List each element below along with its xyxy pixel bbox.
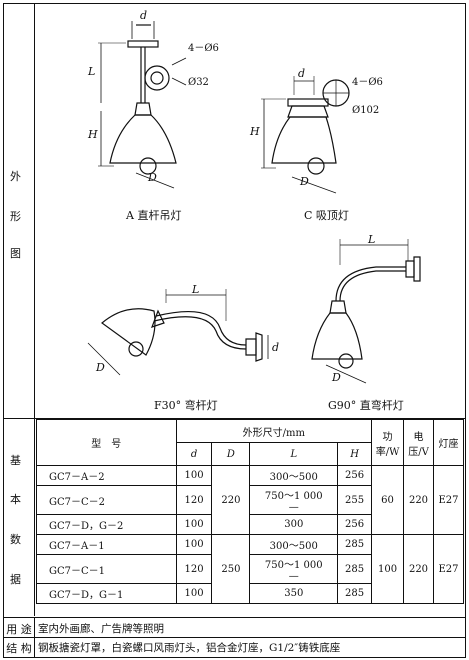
header-socket: 灯座 xyxy=(432,419,465,466)
cell-L-multi: 750～1 000— xyxy=(249,485,339,515)
a-holes-label: 4－Ø6 xyxy=(188,43,219,54)
g-dim-D: D xyxy=(331,371,341,384)
usage-label: 用 途 xyxy=(6,623,32,636)
table-row: GC7－C－1 120 750～1 000— 285 xyxy=(36,554,464,584)
drawing-c-ceiling xyxy=(261,76,350,194)
cell-D-group2: 250 xyxy=(211,534,251,604)
structure-text: 钢板搪瓷灯罩，白瓷螺口风雨灯头，铝合金灯座，G1/2″铸铁底座 xyxy=(38,642,341,654)
cell-model: GC7－D，G－1 xyxy=(36,583,177,604)
side-column-appearance xyxy=(3,3,35,418)
c-dia-label: Ø102 xyxy=(352,105,379,116)
a-dim-d: d xyxy=(140,9,147,22)
cell-power-group1: 60 xyxy=(371,465,405,535)
header-power: 功率/W xyxy=(371,419,405,466)
side-label-tu: 图 xyxy=(10,247,21,260)
side-column-data xyxy=(3,419,35,616)
cell-H: 256 xyxy=(337,514,373,535)
cell-L: 750～1 000 xyxy=(264,491,323,502)
a-dim-L: L xyxy=(87,65,95,78)
a-dia-label: Ø32 xyxy=(188,77,209,88)
c-dim-H: H xyxy=(249,125,260,138)
cell-H: 285 xyxy=(337,583,373,604)
cell-L: 350 xyxy=(249,583,339,604)
lamp-drawings: d L H D d H D L d D L D 4－Ø6 Ø32 4－Ø6 Ø1… xyxy=(87,9,421,412)
divider-usage xyxy=(3,617,466,618)
f-dim-d: d xyxy=(272,341,279,354)
header-d: d xyxy=(175,442,213,466)
header-H: H xyxy=(337,442,373,466)
cell-model: GC7－C－1 xyxy=(36,554,177,584)
cell-voltage-group1: 220 xyxy=(403,465,434,535)
cell-model: GC7－D，G－2 xyxy=(36,514,177,535)
cell-d: 100 xyxy=(175,534,213,555)
cell-L: 300～500 xyxy=(249,465,339,486)
table-row: GC7－D，G－2 100 300 256 xyxy=(36,514,464,535)
cell-socket-group2: E27 xyxy=(432,534,465,604)
cell-L-dash: — xyxy=(288,571,299,582)
spec-table: 型 号 外形尺寸/mm 功率/W 电压/V 灯座 d D L H GC7－A－2… xyxy=(36,419,465,604)
table-row: GC7－A－1 100 250 300～500 285 100 220 E27 xyxy=(36,534,465,604)
cell-L-multi: 750～1 000— xyxy=(249,554,339,584)
usage-text: 室内外画廊、广告牌等照明 xyxy=(38,623,164,635)
caption-f: F30° 弯杆灯 xyxy=(154,398,218,412)
a-dim-D: D xyxy=(147,171,157,184)
cell-H: 255 xyxy=(337,485,373,515)
side-column-bottom xyxy=(3,617,35,658)
side-label-ju: 据 xyxy=(10,573,21,586)
caption-c: C 吸顶灯 xyxy=(304,209,349,222)
cell-d: 120 xyxy=(175,485,213,515)
c-holes-label: 4－Ø6 xyxy=(352,77,383,88)
side-label-ben: 本 xyxy=(10,493,21,506)
table-row: GC7－A－2 100 220 300～500 256 60 220 E27 xyxy=(36,465,465,535)
caption-a: A 直杆吊灯 xyxy=(125,208,181,222)
cell-H: 256 xyxy=(337,465,373,486)
cell-model: GC7－A－1 xyxy=(36,534,177,555)
header-L: L xyxy=(249,442,339,466)
drawing-a-pendant xyxy=(98,21,187,189)
table-row: GC7－D，G－1 100 350 285 xyxy=(36,583,464,604)
divider-drawings xyxy=(3,418,466,419)
cell-D-group1: 220 xyxy=(211,465,251,535)
drawing-g-90 xyxy=(311,239,421,384)
header-voltage: 电压/V xyxy=(403,419,434,466)
side-label-shu: 数 xyxy=(10,533,21,546)
cell-H: 285 xyxy=(337,534,373,555)
cell-power-group2: 100 xyxy=(371,534,405,604)
cell-model: GC7－A－2 xyxy=(36,465,177,486)
cell-L: 300～500 xyxy=(249,534,339,555)
cell-H: 285 xyxy=(337,554,373,584)
cell-L: 750～1 000 xyxy=(264,560,323,571)
side-label-ji: 基 xyxy=(10,454,21,467)
cell-model: GC7－C－2 xyxy=(36,485,177,515)
cell-d: 100 xyxy=(175,514,213,535)
caption-g: G90° 直弯杆灯 xyxy=(328,398,404,412)
header-model: 型 号 xyxy=(36,419,177,466)
cell-d: 120 xyxy=(175,554,213,584)
c-dim-D: D xyxy=(299,175,309,188)
outer-frame xyxy=(3,3,466,658)
cell-d: 100 xyxy=(175,465,213,486)
drawing-f-bent xyxy=(87,289,269,376)
structure-label: 结 构 xyxy=(6,642,32,655)
cell-L: 300 xyxy=(249,514,339,535)
header-size: 外形尺寸/mm xyxy=(175,419,373,443)
side-label-xing: 形 xyxy=(10,210,21,223)
header-D: D xyxy=(211,442,251,466)
cell-L-dash: — xyxy=(288,502,299,513)
f-dim-L: L xyxy=(191,283,199,296)
f-dim-D: D xyxy=(95,361,105,374)
g-dim-L: L xyxy=(367,233,375,246)
cell-d: 100 xyxy=(175,583,213,604)
cell-socket-group1: E27 xyxy=(432,465,465,535)
a-dim-H: H xyxy=(87,128,98,141)
side-label-wai: 外 xyxy=(10,170,21,183)
divider-structure xyxy=(3,637,466,638)
table-row: GC7－C－2 120 750～1 000— 255 xyxy=(36,485,464,515)
cell-voltage-group2: 220 xyxy=(403,534,434,604)
c-dim-d: d xyxy=(298,67,305,80)
